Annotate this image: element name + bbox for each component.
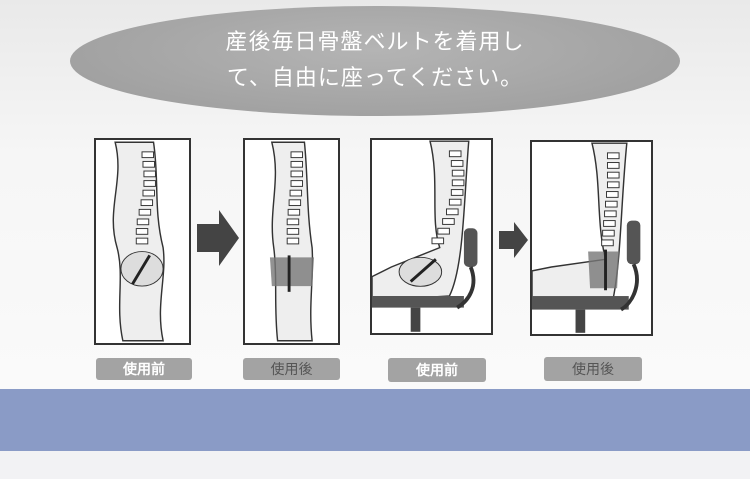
headline-line-2: て、自由に座ってください。 bbox=[226, 66, 524, 91]
bottom-strip bbox=[0, 451, 750, 479]
label-after-sitting: 使用後 bbox=[544, 357, 642, 381]
sitting-before-illustration bbox=[370, 138, 493, 335]
headline-bubble: 産後毎日骨盤ベルトを着用し て、自由に座ってください。 bbox=[70, 6, 680, 116]
standing-before-illustration bbox=[94, 138, 191, 345]
blue-band bbox=[0, 389, 750, 451]
label-before-standing: 使用前 bbox=[96, 358, 192, 380]
sitting-after-illustration bbox=[530, 140, 653, 336]
label-after-standing: 使用後 bbox=[243, 358, 340, 380]
arrow-right-icon bbox=[197, 210, 239, 270]
standing-after-illustration bbox=[243, 138, 340, 345]
label-before-sitting: 使用前 bbox=[388, 358, 486, 382]
headline-line-1: 産後毎日骨盤ベルトを着用し bbox=[225, 30, 525, 55]
arrow-right-icon bbox=[499, 222, 528, 262]
